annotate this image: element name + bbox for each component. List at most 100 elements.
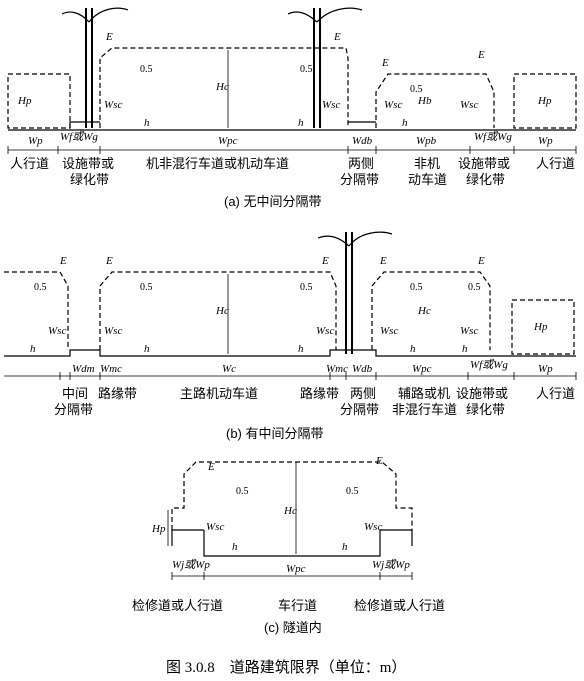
b-label-facility-1: 设施带或 — [456, 386, 508, 401]
b-wmc-left: Wmc — [100, 363, 122, 375]
b-sidewalk-clearance — [511, 299, 575, 355]
a-light-pole-left — [85, 8, 93, 128]
b-aux-clearance — [371, 271, 491, 350]
b-h-right: h — [462, 343, 468, 355]
a-h-right: h — [402, 117, 408, 129]
b-wc: Wc — [222, 363, 236, 375]
a-label-sidewalk-left: 人行道 — [10, 156, 49, 171]
b-label-aux-2: 非混行车道 — [392, 402, 457, 417]
a-label-sidewalk-right: 人行道 — [536, 156, 575, 171]
c-label-walkway-left: 检修道或人行道 — [132, 598, 223, 613]
figure-caption: 图 3.0.8 道路建筑限界（单位：m） — [166, 659, 406, 676]
c-wsc-left: Wsc — [206, 521, 224, 533]
a-label-facility-right-2: 绿化带 — [466, 172, 505, 187]
a-label-carriageway: 机非混行车道或机动车道 — [146, 156, 289, 171]
b-e-center: E — [321, 255, 329, 267]
b-wpc: Wpc — [412, 363, 432, 375]
c-wpc: Wpc — [286, 563, 306, 575]
c-h-left: h — [232, 541, 238, 553]
b-label-aux-1: 辅路或机 — [398, 386, 450, 401]
c-label-lanes: 车行道 — [278, 598, 317, 613]
a-label-nonmotor-2: 动车道 — [408, 172, 447, 187]
a-wf-wg-left: Wf或Wg — [60, 130, 98, 143]
c-h-right: h — [342, 541, 348, 553]
c-wj-wp-right: Wj或Wp — [372, 558, 410, 571]
c-tunnel-clearance — [171, 461, 413, 530]
a-wsc-left: Wsc — [104, 99, 122, 111]
a-wdb: Wdb — [352, 135, 373, 147]
a-label-side-sep-1: 两侧 — [348, 156, 374, 171]
b-label-facility-2: 绿化带 — [466, 402, 505, 417]
a-hc-symbol: Hc — [215, 81, 229, 93]
c-e-right: E — [375, 455, 383, 467]
a-wsc-nonmotor: Wsc — [384, 99, 402, 111]
a-light-arm-center — [287, 7, 363, 23]
a-label-facility-left-1: 设施带或 — [62, 156, 114, 171]
a-e-right: E — [477, 49, 485, 61]
b-label-main-lanes: 主路机动车道 — [180, 386, 258, 401]
panel-a: Hp Hc Hb Hp E E E E 0.5 0.5 0.5 Wsc Wsc … — [7, 7, 577, 209]
b-half-left: 0.5 — [34, 282, 47, 293]
b-h-left: h — [30, 343, 36, 355]
a-light-arm-left — [61, 7, 129, 23]
b-h-main: h — [144, 343, 150, 355]
a-h-left: h — [144, 117, 150, 129]
b-ground-line — [4, 349, 576, 357]
b-label-marginal-right: 路缘带 — [300, 386, 339, 401]
b-wsc-left: Wsc — [48, 325, 66, 337]
a-wp-left: Wp — [28, 135, 43, 147]
a-hp-symbol-right: Hp — [537, 95, 552, 107]
b-e-aux: E — [379, 255, 387, 267]
b-label-sidewalk: 人行道 — [536, 386, 575, 401]
b-label-side-sep-1: 两侧 — [350, 386, 376, 401]
a-sidewalk-right-clearance — [513, 73, 577, 129]
b-label-side-sep-2: 分隔带 — [340, 402, 379, 417]
b-left-clearance — [4, 271, 69, 350]
b-wsc-right: Wsc — [460, 325, 478, 337]
a-wpc: Wpc — [218, 135, 238, 147]
a-wp-right: Wp — [538, 135, 553, 147]
b-wsc-main: Wsc — [104, 325, 122, 337]
b-hp-symbol: Hp — [533, 321, 548, 333]
c-hp-symbol: Hp — [151, 523, 166, 535]
b-wdm: Wdm — [72, 363, 95, 375]
a-wsc-right: Wsc — [460, 99, 478, 111]
a-light-pole-center — [313, 8, 321, 128]
c-hc-symbol: Hc — [283, 505, 297, 517]
b-half-center: 0.5 — [300, 282, 313, 293]
a-wpb: Wpb — [416, 135, 437, 147]
b-label-marginal-left: 路缘带 — [98, 386, 137, 401]
a-label-side-sep-2: 分隔带 — [340, 172, 379, 187]
b-label-median-1: 中间 — [62, 386, 88, 401]
b-wdb: Wdb — [352, 363, 373, 375]
c-wsc-right: Wsc — [364, 521, 382, 533]
a-nonmotor-clearance — [375, 73, 495, 128]
b-wsc-aux: Wsc — [380, 325, 398, 337]
c-caption: (c) 隧道内 — [264, 620, 322, 635]
a-caption: (a) 无中间分隔带 — [224, 194, 322, 209]
b-half-right: 0.5 — [468, 282, 481, 293]
b-light-pole — [345, 232, 353, 354]
a-half-left: 0.5 — [140, 64, 153, 75]
b-caption: (b) 有中间分隔带 — [226, 426, 324, 441]
a-half-nonmotor: 0.5 — [410, 84, 423, 95]
a-wsc-center: Wsc — [322, 99, 340, 111]
panel-b: Hc Hc Hp E E E E E 0.5 0.5 0.5 0.5 0.5 W… — [4, 231, 577, 441]
b-e-left: E — [59, 255, 67, 267]
b-e-main: E — [105, 255, 113, 267]
c-dimension-ticks — [171, 572, 413, 580]
a-e-nonmotor: E — [381, 57, 389, 69]
a-hb-symbol: Hb — [417, 95, 432, 107]
c-half-right: 0.5 — [346, 486, 359, 497]
a-dimension-ticks — [7, 146, 577, 154]
b-half-main: 0.5 — [140, 282, 153, 293]
b-light-arm — [317, 231, 393, 247]
a-e-center: E — [333, 31, 341, 43]
a-label-facility-left-2: 绿化带 — [70, 172, 109, 187]
c-roadway — [203, 530, 381, 557]
b-e-right: E — [477, 255, 485, 267]
panel-c: Hp Hc E E 0.5 0.5 Wsc Wsc h h Wj或Wp Wpc … — [132, 455, 445, 635]
b-wmc-right: Wmc — [326, 363, 348, 375]
a-half-center: 0.5 — [300, 64, 313, 75]
